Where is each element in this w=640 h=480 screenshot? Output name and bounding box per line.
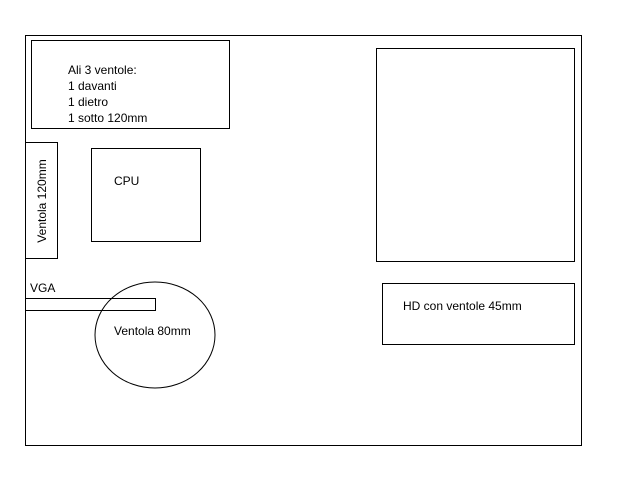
hd-box xyxy=(382,283,575,345)
psu-notes-text: Ali 3 ventole: 1 davanti 1 dietro 1 sott… xyxy=(68,62,147,126)
notes-line: 1 davanti xyxy=(68,79,117,93)
psu-notes-box xyxy=(31,40,230,129)
notes-line: 1 sotto 120mm xyxy=(68,111,148,125)
fan-80mm-circle xyxy=(94,281,216,389)
fan-80mm-label: Ventola 80mm xyxy=(114,324,191,338)
drive-bay-box xyxy=(376,48,575,262)
notes-line: 1 dietro xyxy=(68,95,109,109)
vga-label: VGA xyxy=(30,281,56,295)
side-fan-120mm: Ventola 120mm xyxy=(25,142,58,259)
cpu-box xyxy=(91,148,201,242)
hd-label: HD con ventole 45mm xyxy=(403,299,522,313)
cpu-label: CPU xyxy=(114,174,140,188)
notes-line: Ali 3 ventole: xyxy=(68,63,137,77)
vga-card xyxy=(25,298,156,311)
